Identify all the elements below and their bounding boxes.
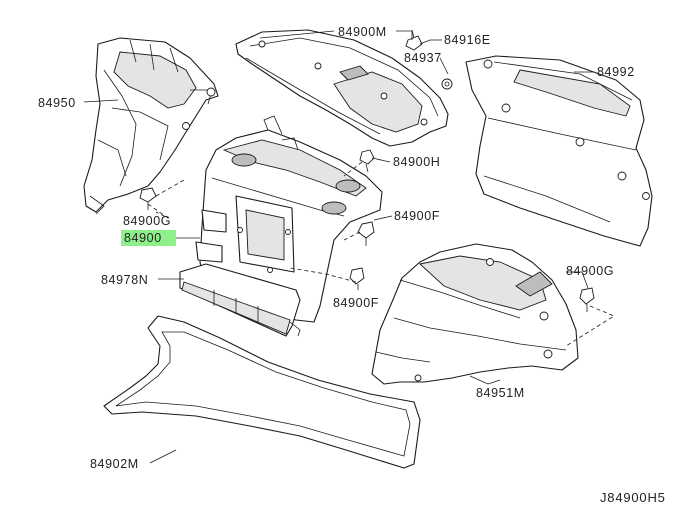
label-84900m: 84900M	[338, 25, 387, 39]
rear-parcel-shelf-trim	[235, 29, 449, 147]
label-84900g-right: 84900G	[566, 264, 614, 278]
right-trunk-side-finisher	[371, 243, 579, 385]
leader-lines	[83, 30, 615, 464]
trunk-lid-finisher	[465, 55, 653, 247]
clip-84900g-right	[579, 287, 595, 312]
label-84900f-right: 84900F	[394, 209, 440, 223]
trunk-floor-mat	[103, 315, 421, 469]
label-84978n: 84978N	[101, 273, 148, 287]
clip-84916e	[405, 29, 423, 51]
label-84950: 84950	[38, 96, 76, 110]
label-84900f-lower: 84900F	[333, 296, 379, 310]
bracket-strip	[179, 263, 301, 337]
diagram-code: J84900H5	[600, 490, 666, 505]
clip-84900f-lower	[349, 267, 365, 290]
label-84900h: 84900H	[393, 155, 440, 169]
clip-84900f-right	[357, 221, 375, 246]
part-highlight	[121, 230, 176, 246]
label-84937: 84937	[404, 51, 442, 65]
label-84992: 84992	[597, 65, 635, 79]
clip-84900g-left	[139, 187, 157, 210]
clip-84937	[441, 78, 453, 90]
label-84900[interactable]: 84900	[124, 231, 162, 245]
label-84951m: 84951M	[476, 386, 525, 400]
clip-84900h	[359, 149, 375, 173]
label-84902m: 84902M	[90, 457, 139, 471]
label-84916e: 84916E	[444, 33, 491, 47]
label-84900g-left: 84900G	[123, 214, 171, 228]
rear-trunk-finisher	[195, 115, 383, 323]
left-trunk-side-finisher	[83, 37, 219, 215]
